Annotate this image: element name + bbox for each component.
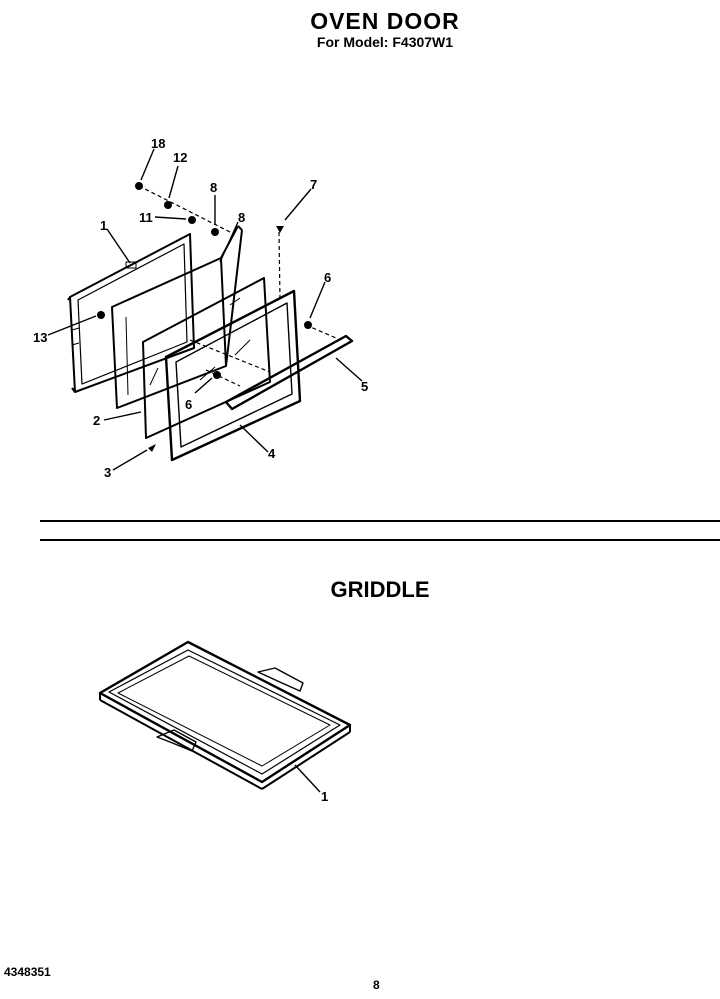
callout-2: 2 — [93, 413, 100, 428]
model-subtitle: For Model: F4307W1 — [316, 34, 454, 50]
callout-6-right: 6 — [324, 270, 331, 285]
griddle-title: GRIDDLE — [330, 577, 430, 602]
callout-8-upper: 8 — [210, 180, 217, 195]
page-number: 8 — [373, 978, 380, 992]
oven-door-outer-frame — [164, 289, 302, 462]
griddle-plate — [98, 640, 352, 793]
callout-5: 5 — [361, 379, 368, 394]
callout-4: 4 — [268, 446, 276, 461]
callout-6-left: 6 — [185, 397, 192, 412]
griddle-callout-1: 1 — [321, 789, 328, 804]
oven-door-glass — [142, 277, 271, 439]
callout-7: 7 — [310, 177, 317, 192]
oven-door-inner-frame — [67, 233, 195, 393]
callout-18: 18 — [151, 136, 165, 151]
part-number: 4348351 — [4, 965, 51, 979]
callout-8-lower: 8 — [238, 210, 245, 225]
callout-1: 1 — [100, 218, 107, 233]
callout-12: 12 — [173, 150, 187, 165]
page-title: OVEN DOOR — [310, 8, 460, 34]
callout-3: 3 — [104, 465, 111, 480]
oven-door-handle — [224, 334, 354, 411]
callout-13: 13 — [33, 330, 47, 345]
callout-11: 11 — [139, 210, 153, 225]
